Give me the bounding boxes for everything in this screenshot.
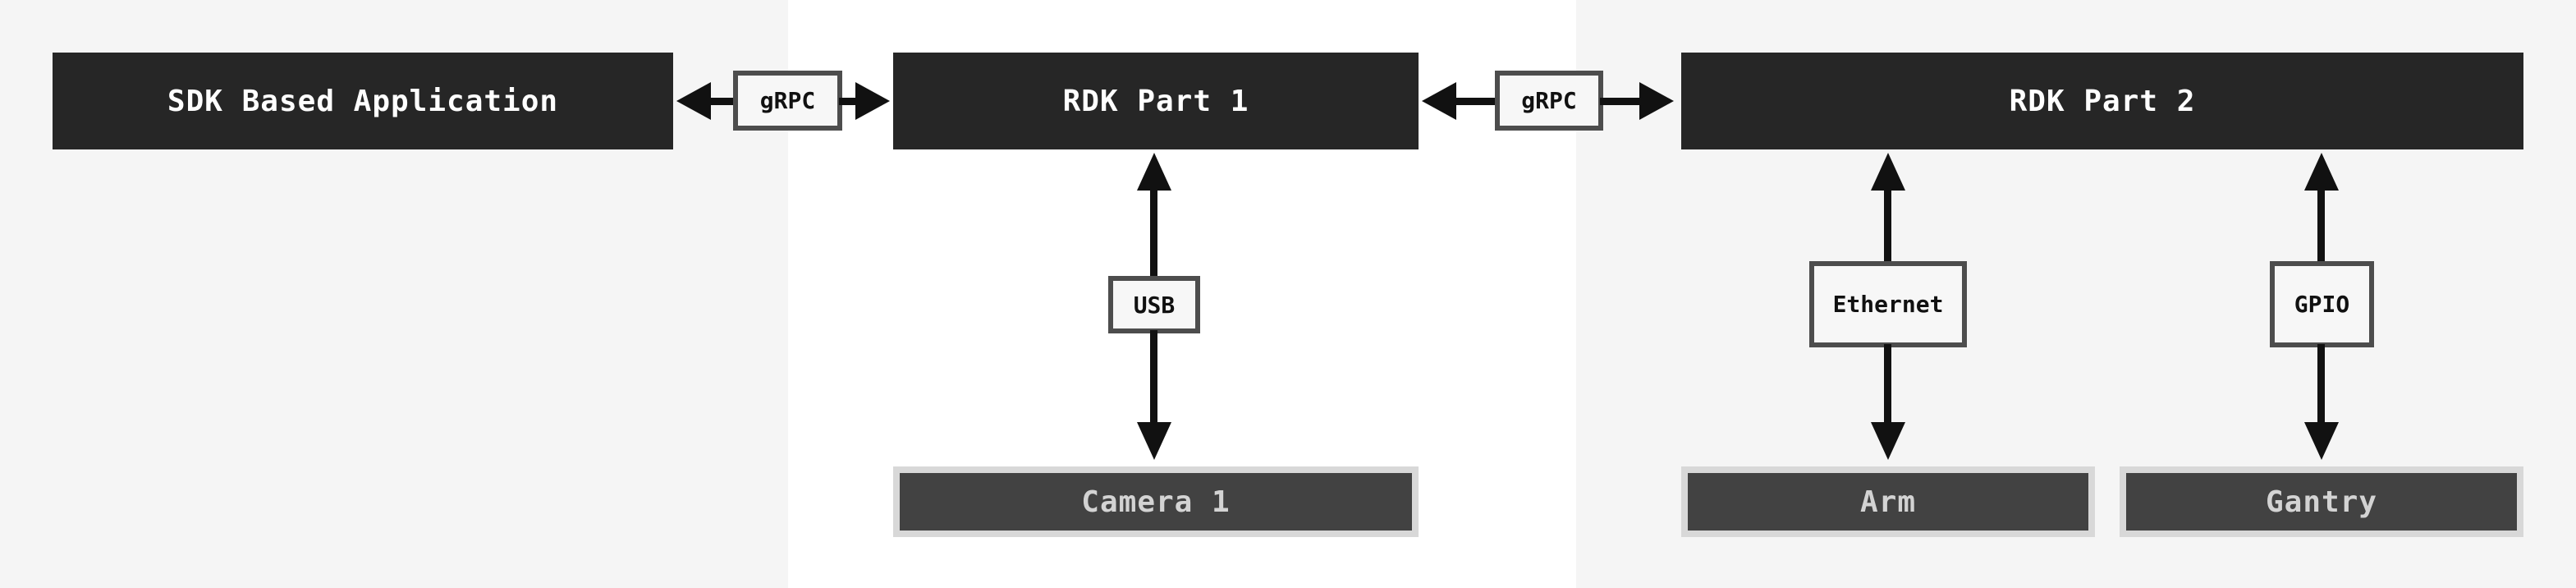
- arrowhead-down-icon: [1871, 422, 1905, 460]
- arrowhead-up-icon: [2304, 153, 2339, 191]
- device-gantry-inner: Gantry: [2126, 473, 2517, 531]
- device-gantry: Gantry: [2120, 466, 2523, 537]
- connector-shaft: [1453, 98, 1498, 105]
- connector-label-grpc-2: gRPC: [1495, 71, 1603, 131]
- connector-label-grpc-2-text: gRPC: [1521, 87, 1577, 114]
- arrowhead-up-icon: [1871, 153, 1905, 191]
- arrowhead-right-icon: [855, 82, 890, 120]
- arrowhead-up-icon: [1137, 153, 1171, 191]
- arrowhead-down-icon: [1137, 422, 1171, 460]
- connector-label-grpc-1: gRPC: [733, 71, 842, 131]
- connector-shaft: [1150, 187, 1157, 279]
- connector-shaft: [1600, 98, 1643, 105]
- connector-label-gpio-text: GPIO: [2294, 291, 2350, 318]
- node-rdk-part-1: RDK Part 1: [893, 53, 1419, 149]
- device-camera-1-inner: Camera 1: [900, 473, 1412, 531]
- connector-label-ethernet: Ethernet: [1809, 261, 1967, 347]
- device-arm-label: Arm: [1859, 485, 1917, 519]
- node-sdk-based-application-label: SDK Based Application: [167, 84, 559, 118]
- connector-label-usb: USB: [1108, 276, 1200, 333]
- connector-shaft: [708, 98, 737, 105]
- connector-shaft: [1884, 187, 1891, 264]
- connector-label-grpc-1-text: gRPC: [759, 87, 816, 114]
- arrowhead-left-icon: [676, 82, 711, 120]
- connector-shaft: [2317, 187, 2325, 264]
- node-rdk-part-2: RDK Part 2: [1681, 53, 2523, 149]
- node-rdk-part-1-label: RDK Part 1: [1062, 84, 1249, 118]
- connector-shaft: [1150, 330, 1157, 425]
- arrowhead-down-icon: [2304, 422, 2339, 460]
- device-camera-1-label: Camera 1: [1081, 485, 1231, 519]
- connector-label-usb-text: USB: [1133, 291, 1176, 319]
- device-gantry-label: Gantry: [2265, 485, 2378, 519]
- connector-shaft: [1884, 344, 1891, 425]
- node-sdk-based-application: SDK Based Application: [53, 53, 673, 149]
- arrowhead-left-icon: [1422, 82, 1456, 120]
- connector-shaft: [2317, 344, 2325, 425]
- arrowhead-right-icon: [1639, 82, 1674, 120]
- device-arm: Arm: [1681, 466, 2095, 537]
- device-camera-1: Camera 1: [893, 466, 1419, 537]
- device-arm-inner: Arm: [1688, 473, 2088, 531]
- connector-shaft: [839, 98, 859, 105]
- connector-label-ethernet-text: Ethernet: [1832, 291, 1944, 318]
- connector-label-gpio: GPIO: [2270, 261, 2374, 347]
- node-rdk-part-2-label: RDK Part 2: [2009, 84, 2196, 118]
